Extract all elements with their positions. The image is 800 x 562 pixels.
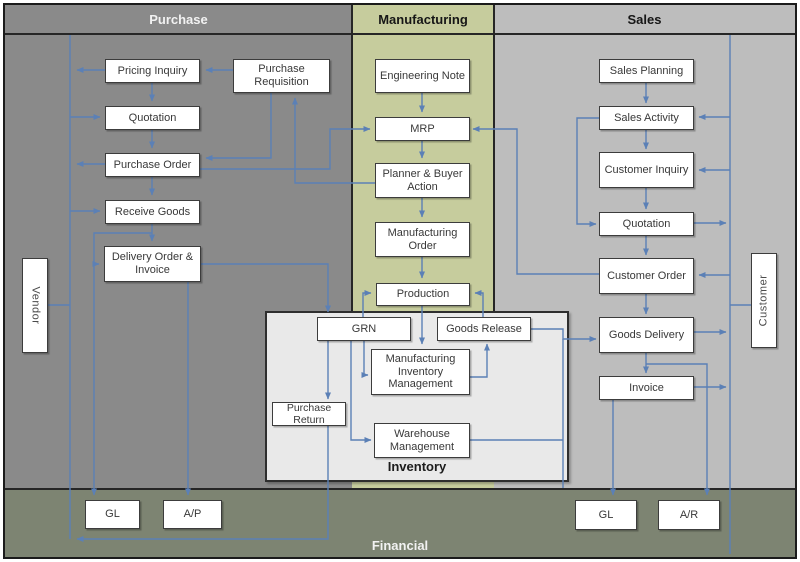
- header-sales: Sales: [627, 11, 662, 27]
- node-goods-delivery: Goods Delivery: [599, 317, 694, 353]
- node-purchase-requisition: Purchase Requisition: [233, 59, 330, 93]
- node-production: Production: [376, 283, 470, 306]
- node-sales-activity: Sales Activity: [599, 106, 694, 130]
- node-warehouse-management: Warehouse Management: [374, 423, 470, 458]
- node-ap: A/P: [163, 500, 222, 529]
- node-sales-quotation: Quotation: [599, 212, 694, 236]
- node-purchase-order: Purchase Order: [105, 153, 200, 177]
- node-purchase-return: Purchase Return: [272, 402, 346, 426]
- node-sales-planning: Sales Planning: [599, 59, 694, 83]
- node-manufacturing-inventory-management: Manufacturing Inventory Management: [371, 349, 470, 395]
- node-manufacturing-order: Manufacturing Order: [375, 222, 470, 257]
- financial-divider: [5, 488, 795, 490]
- node-engineering-note: Engineering Note: [375, 59, 470, 93]
- node-pricing-inquiry: Pricing Inquiry: [105, 59, 200, 83]
- node-customer-inquiry: Customer Inquiry: [599, 152, 694, 188]
- manufacturing-sales-divider: [493, 5, 495, 311]
- node-planner-buyer-action: Planner & Buyer Action: [375, 163, 470, 198]
- node-goods-release: Goods Release: [437, 317, 531, 341]
- node-customer: Customer: [751, 253, 777, 348]
- header-divider: [5, 33, 795, 35]
- node-purchase-quotation: Quotation: [105, 106, 200, 130]
- node-grn: GRN: [317, 317, 411, 341]
- node-gl-purchase: GL: [85, 500, 140, 529]
- node-delivery-order-invoice: Delivery Order & Invoice: [104, 246, 201, 282]
- node-customer-order: Customer Order: [599, 258, 694, 294]
- node-receive-goods: Receive Goods: [105, 200, 200, 224]
- financial-label: Financial: [371, 538, 429, 553]
- node-gl-sales: GL: [575, 500, 637, 530]
- purchase-manufacturing-divider: [351, 5, 353, 311]
- node-vendor: Vendor: [22, 258, 48, 353]
- node-ar: A/R: [658, 500, 720, 530]
- header-purchase: Purchase: [149, 11, 208, 27]
- vendor-label: Vendor: [29, 286, 42, 325]
- header-manufacturing: Manufacturing: [378, 11, 468, 27]
- customer-label: Customer: [757, 274, 770, 327]
- node-invoice: Invoice: [599, 376, 694, 400]
- inventory-label: Inventory: [387, 459, 447, 474]
- node-mrp: MRP: [375, 117, 470, 141]
